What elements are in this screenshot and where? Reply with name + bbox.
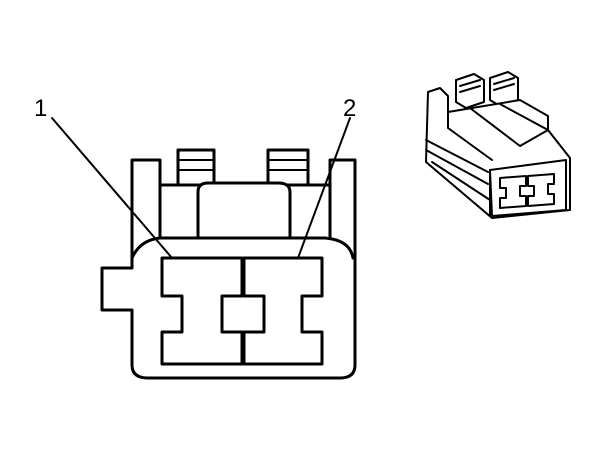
face-panel-outline [130,236,355,260]
iso-terminal-cavity-2 [527,173,555,207]
top-latch-left [176,148,216,188]
top-latch-right [266,148,310,188]
connector-isometric-view [425,71,571,219]
callout-2-label: 2 [343,95,356,122]
housing-cavity [196,181,292,238]
iso-latch-left [455,73,485,109]
iso-side-lines [425,139,491,217]
callout-2-leader [297,117,351,259]
terminal-cavity-1 [160,256,244,366]
connector-face-view [100,148,357,380]
iso-top-ridge [447,103,549,161]
callout-1-label: 1 [34,95,47,122]
iso-terminal-cavity-1 [499,175,527,209]
terminal-cavity-2 [242,256,324,366]
callout-1-leader [51,117,173,259]
